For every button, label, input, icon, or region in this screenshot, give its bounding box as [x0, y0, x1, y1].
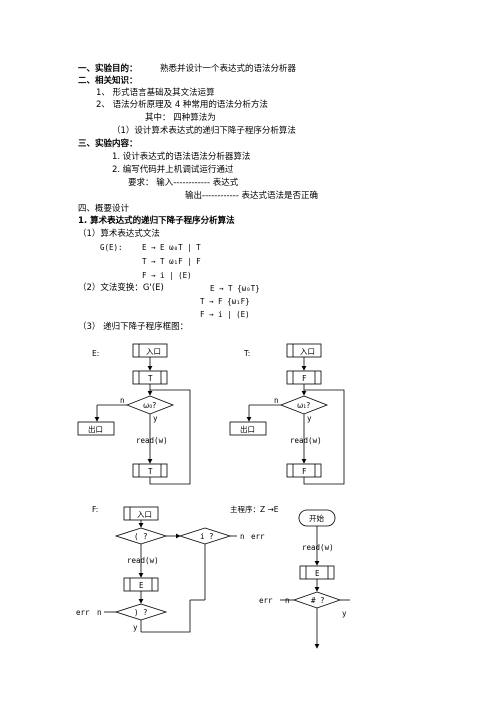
- section-3-item-3: 要求： 输入------------ 表达式: [128, 178, 239, 188]
- section-2-item-1: 1、 形式语言基础及其文法运算: [96, 88, 215, 98]
- grammar-rule-1: E → E ω₀T | T: [142, 243, 201, 252]
- section-1-title: 一、实验目的：: [78, 64, 138, 74]
- main-read-text: read(w): [302, 543, 334, 552]
- e-exit-box: [77, 421, 115, 436]
- grammar-label: G(E):: [100, 243, 123, 252]
- label-f: F:: [92, 505, 98, 514]
- f-rparen-y-text: y: [133, 623, 138, 632]
- main-y-text: y: [342, 609, 347, 618]
- section-3-item-1: 1. 设计表达式的语法语法分析器算法: [112, 152, 251, 162]
- main-start-text: 开始: [309, 513, 324, 523]
- f-read-text: read(w): [127, 556, 159, 565]
- t-n-text: n: [274, 396, 279, 405]
- section-3-item-2: 2. 编写代码并上机调试运行通过: [112, 165, 234, 175]
- section-1-text: 熟悉并设计一个表达式的语法分析器: [160, 64, 297, 74]
- f-ident-text: i ?: [200, 532, 214, 541]
- flowchart-t: [229, 343, 345, 485]
- section-3-title: 三、实验内容：: [78, 139, 138, 149]
- e-n-text: n: [120, 396, 125, 405]
- transform-rule-1: E → T {ω₀T}: [210, 284, 260, 293]
- f-entry-text: 入口: [137, 510, 152, 519]
- section-4-title: 四、概要设计: [78, 204, 130, 214]
- e-y-text: y: [153, 414, 158, 423]
- f-rparen-text: ) ?: [134, 608, 148, 617]
- t-read-text: read(w): [290, 436, 322, 445]
- section-4-subtitle: 1. 算术表达式的递归下降子程序分析算法: [78, 216, 235, 226]
- f-rparen-n-text: n: [97, 608, 102, 617]
- main-err-text: err: [259, 596, 273, 605]
- label-main: 主程序：Z →E: [230, 504, 279, 514]
- grammar-heading: （1）算术表达式文法: [78, 229, 160, 239]
- t-y-text: y: [307, 414, 312, 423]
- t-entry-text: 入口: [300, 347, 315, 356]
- flowchart-f: [104, 506, 237, 633]
- t-exit-box: [229, 421, 267, 436]
- section-2-item-2: 2、 语法分析原理及 4 种常用的语法分析方法: [96, 100, 268, 110]
- transform-rule-3: F → i | (E): [200, 310, 250, 319]
- main-hash-text: # ?: [311, 596, 325, 605]
- section-2-item-3: 其中： 四种算法为: [145, 113, 216, 123]
- f-ident-n-text: n: [240, 532, 245, 541]
- t-f-text: F: [302, 374, 307, 383]
- section-2-title: 二、相关知识：: [78, 76, 138, 86]
- e-exit-text: 出口: [88, 424, 103, 434]
- t-f2-text: F: [302, 467, 307, 476]
- section-2-item-4: （1）设计算术表达式的递归下降子程序分析算法: [112, 126, 296, 136]
- e-w0-text: ω₀?: [143, 401, 156, 410]
- transform-heading: （2）文法变换：G'(E): [78, 283, 164, 293]
- label-t: T:: [243, 349, 250, 358]
- main-n-text: n: [285, 596, 290, 605]
- label-e: E:: [92, 349, 99, 358]
- f-rparen-err-text: err: [76, 608, 90, 617]
- e-t-text: T: [148, 374, 153, 383]
- flowchart-e: [77, 343, 191, 485]
- main-e-text: E: [315, 569, 320, 578]
- flowchart-heading: （3） 递归下降子程序框图：: [78, 322, 189, 332]
- f-e-text: E: [139, 581, 144, 590]
- e-t2-text: T: [148, 467, 153, 476]
- t-w1-text: ω₁?: [297, 401, 310, 410]
- e-read-text: read(w): [136, 436, 168, 445]
- flowchart-main: [280, 509, 350, 649]
- grammar-rule-2: T → T ω₁F | F: [142, 257, 201, 266]
- transform-rule-2: T → F {ω₁F}: [200, 297, 250, 306]
- section-3-item-4: 输出------------ 表达式语法是否正确: [185, 191, 319, 201]
- f-ident-err-text: err: [251, 532, 265, 541]
- grammar-rule-3: F → i | (E): [142, 271, 192, 280]
- t-exit-text: 出口: [240, 424, 255, 434]
- f-lparen-text: ( ?: [134, 532, 148, 541]
- e-entry-text: 入口: [146, 347, 161, 356]
